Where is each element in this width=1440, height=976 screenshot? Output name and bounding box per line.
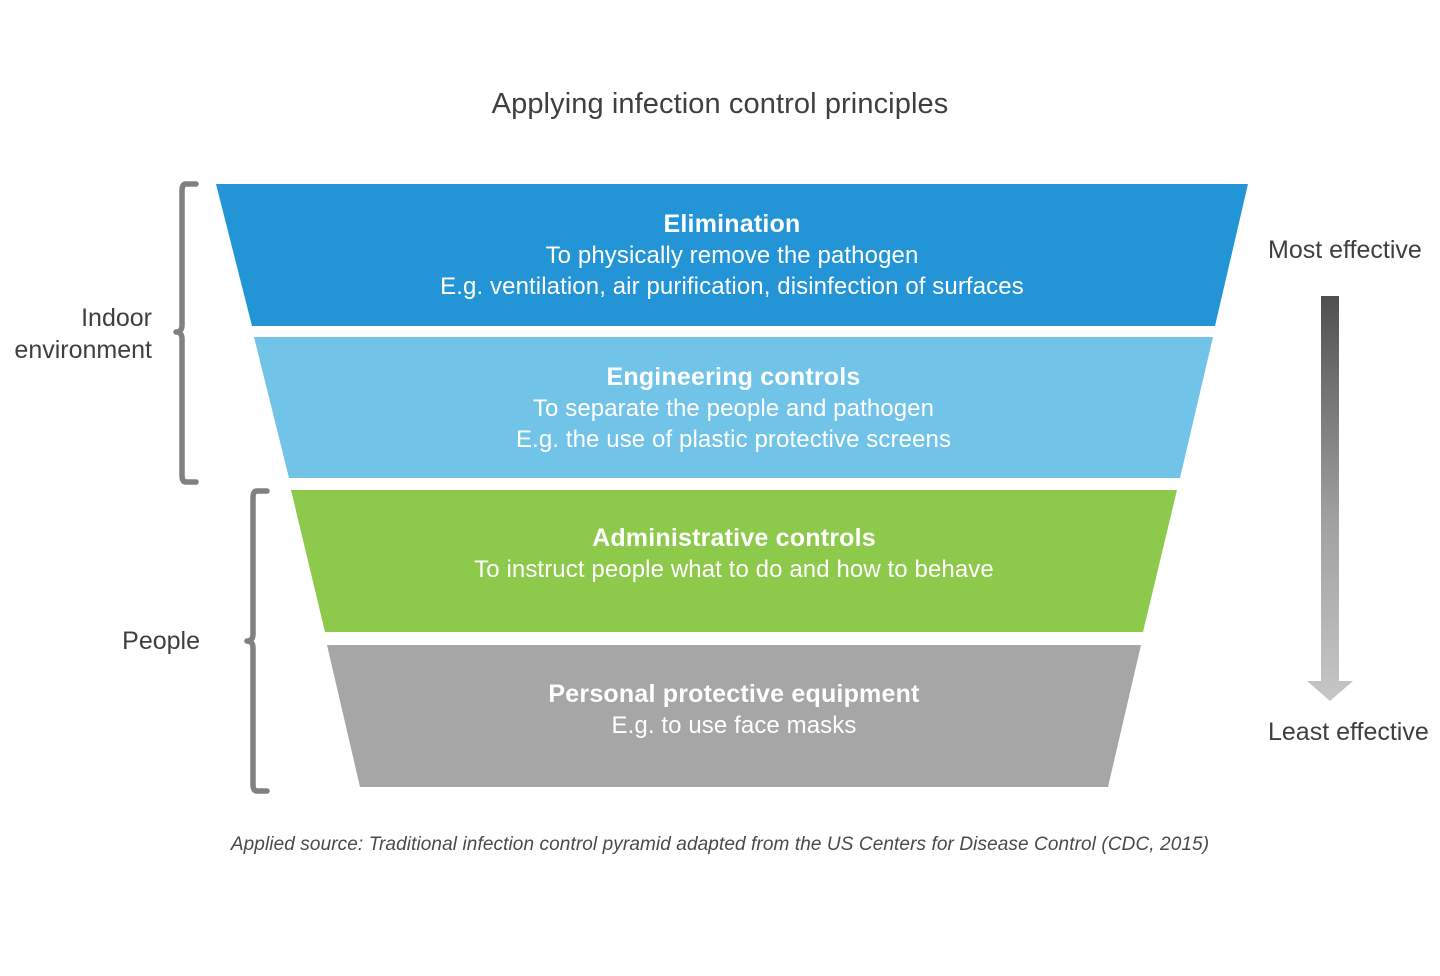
group-label-people-line1: People bbox=[122, 627, 200, 655]
group-label-indoor-environment-line1: Indoor bbox=[81, 304, 152, 332]
source-note: Applied source: Traditional infection co… bbox=[230, 834, 1210, 855]
bracket-indoor-environment bbox=[173, 181, 199, 485]
effectiveness-label-least: Least effective bbox=[1268, 718, 1429, 746]
funnel-band-engineering-controls[interactable] bbox=[254, 337, 1213, 478]
effectiveness-gradient-arrow bbox=[1307, 296, 1353, 701]
effectiveness-label-most: Most effective bbox=[1268, 236, 1422, 264]
page-title: Applying infection control principles bbox=[491, 88, 949, 120]
funnel-band-elimination[interactable] bbox=[216, 184, 1248, 326]
group-label-indoor-environment-line2: environment bbox=[14, 335, 152, 364]
group-brackets bbox=[173, 181, 270, 794]
funnel-bands bbox=[216, 184, 1248, 787]
bracket-people bbox=[244, 488, 270, 794]
funnel-band-administrative-controls[interactable] bbox=[291, 490, 1177, 632]
funnel-band-personal-protective-equipment[interactable] bbox=[327, 645, 1141, 787]
group-label-people: People bbox=[0, 626, 200, 658]
group-label-indoor-environment: Indoor environment bbox=[0, 303, 152, 366]
